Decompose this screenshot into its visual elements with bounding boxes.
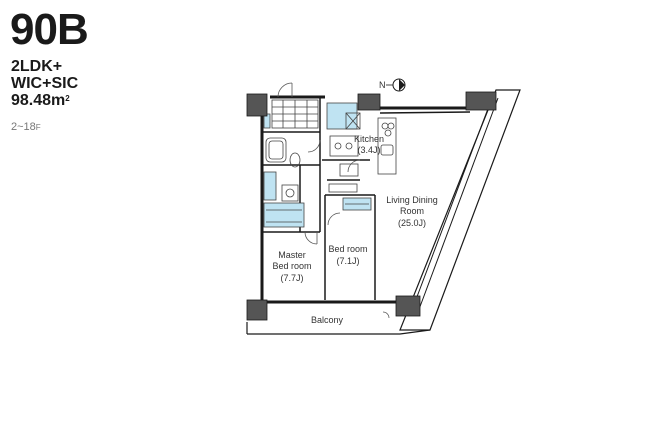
floor-area-unit: 2	[65, 94, 70, 103]
wet-areas	[263, 102, 358, 228]
floor-area: 98.48m2	[11, 92, 70, 109]
balcony-name: Balcony	[311, 315, 344, 325]
compass-icon: N	[379, 78, 406, 92]
kitchen-size: (3.4J)	[357, 145, 380, 155]
compass-label: N	[379, 80, 386, 90]
fixtures	[265, 99, 397, 223]
living-name-line1: Living Dining	[386, 195, 438, 205]
floor-area-value: 98.48m	[11, 92, 66, 109]
floor-range-suffix: F	[35, 123, 41, 132]
master-name-line2: Bed room	[272, 261, 311, 271]
master-size: (7.7J)	[280, 273, 303, 283]
columns	[246, 91, 497, 321]
facade	[246, 89, 521, 335]
plan-code: 90B	[10, 5, 89, 54]
doors	[277, 82, 390, 319]
master-name-line1: Master	[278, 250, 306, 260]
floor-range: 2~18F	[11, 121, 41, 133]
layout-type: 2LDK+	[11, 58, 63, 75]
bedroom-size: (7.1J)	[336, 256, 359, 266]
storage-type: WIC+SIC	[11, 75, 79, 92]
exterior-walls	[260, 95, 471, 304]
bedroom-name: Bed room	[328, 244, 367, 254]
living-name-line2: Room	[400, 206, 424, 216]
kitchen-name: Kitchen	[354, 134, 384, 144]
living-size: (25.0J)	[398, 218, 426, 228]
floor-range-value: 2~18	[11, 121, 36, 133]
